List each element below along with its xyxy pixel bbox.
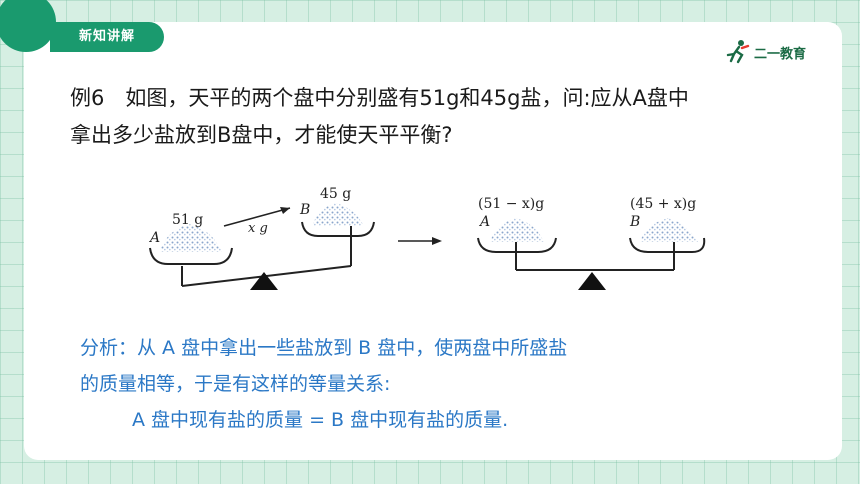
analysis-block: 分析：从 A 盘中拿出一些盐放到 B 盘中，使两盘中所盛盐 的质量相等，于是有这… — [80, 330, 800, 438]
level-balance: (51 − x)g A (45 + x)g B — [477, 196, 706, 290]
analysis-line-1: 分析：从 A 盘中拿出一些盐放到 B 盘中，使两盘中所盛盐 — [80, 337, 568, 359]
runner-logo-icon — [726, 40, 750, 64]
analysis-equation: A 盘中现有盐的质量 = B 盘中现有盐的质量. — [132, 409, 509, 431]
left-pan-label: A — [148, 230, 160, 246]
tilted-balance: 51 g A x g 45 g B — [148, 186, 375, 290]
balance-figure: 51 g A x g 45 g B (51 − x)g A (45 + x)g … — [146, 186, 706, 290]
moved-mass-label: x g — [248, 221, 268, 236]
pan-a-after — [477, 237, 557, 253]
section-tag: 新知讲解 — [50, 22, 164, 52]
right-pan-label: B — [299, 202, 310, 218]
example-question: 例6 如图，天平的两个盘中分别盛有51g和45g盐，问:应从A盘中 拿出多少盐放… — [70, 80, 810, 154]
salt-pile-a — [160, 224, 222, 252]
pan-a — [149, 247, 233, 265]
pan-b — [301, 221, 375, 237]
after-left-mass-label: (51 − x)g — [478, 196, 544, 212]
question-line-2: 拿出多少盐放到B盘中，才能使天平平衡? — [70, 123, 453, 147]
transition-arrow — [398, 237, 442, 245]
decorative-circle — [0, 0, 56, 52]
salt-pile-b — [312, 203, 364, 226]
question-line-1: 例6 如图，天平的两个盘中分别盛有51g和45g盐，问:应从A盘中 — [70, 86, 689, 110]
salt-pile-b-after — [640, 218, 698, 242]
after-right-mass-label: (45 + x)g — [630, 196, 696, 212]
after-left-pan-label: A — [478, 214, 490, 230]
right-mass-label: 45 g — [320, 186, 351, 202]
salt-pile-a-after — [490, 218, 544, 242]
left-mass-label: 51 g — [172, 212, 203, 228]
analysis-line-2: 的质量相等，于是有这样的等量关系: — [80, 373, 391, 395]
pan-b-after — [629, 237, 706, 253]
after-right-pan-label: B — [629, 214, 640, 230]
brand-logo: 二一教育 — [724, 38, 816, 66]
logo-text: 二一教育 — [754, 46, 807, 62]
